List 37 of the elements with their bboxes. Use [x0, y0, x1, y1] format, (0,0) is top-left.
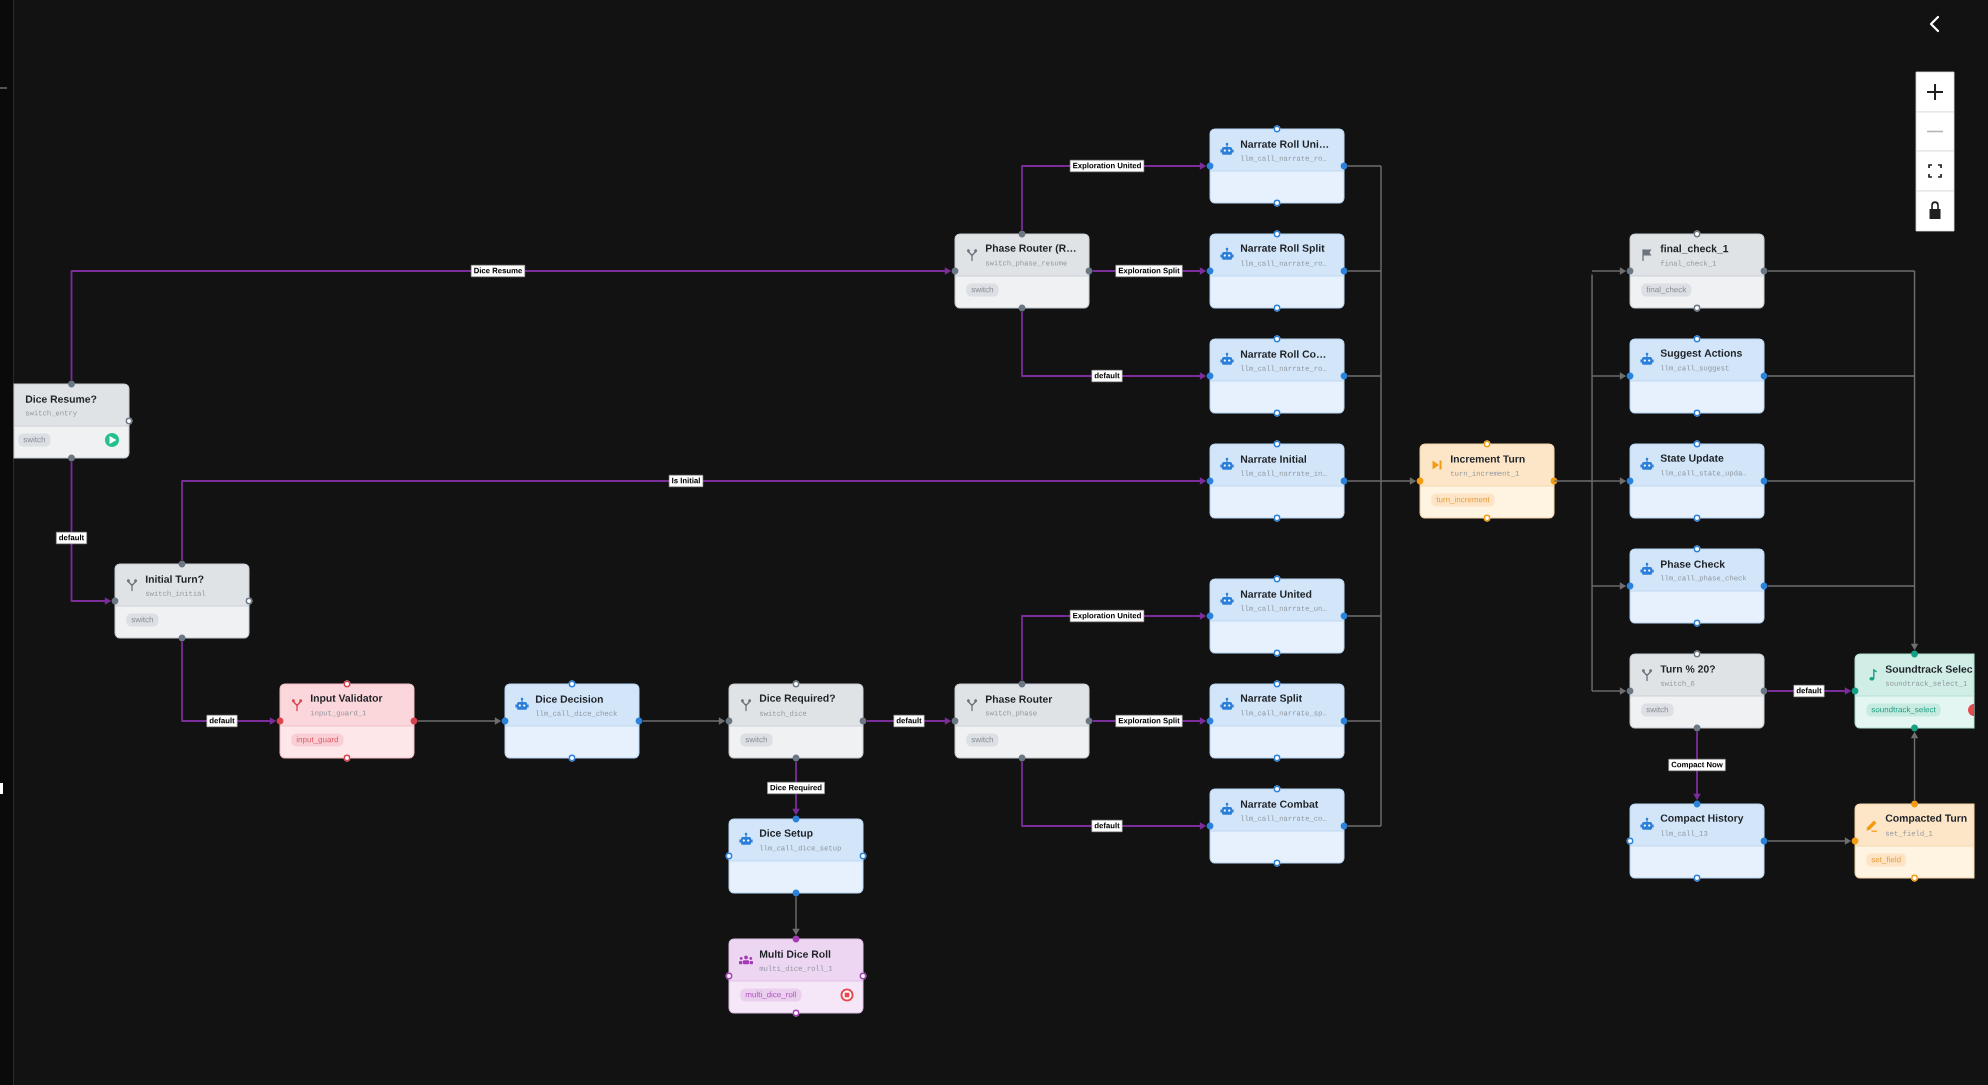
connector-line [1767, 270, 1916, 272]
node-title: Narrate Initial [1240, 455, 1306, 463]
node-title: Dice Resume? [25, 395, 97, 403]
node-title: Narrate Roll Uni… [1240, 140, 1329, 148]
node-title: Narrate United [1240, 590, 1312, 598]
node-title: Increment Turn [1450, 455, 1525, 463]
node-title: Compacted Turn [1885, 814, 1967, 824]
node-title: Dice Decision [535, 695, 603, 703]
connector-line [1347, 615, 1382, 617]
node-title: Compact History [1660, 814, 1744, 824]
connector-line [1347, 825, 1382, 827]
connector-line [1767, 480, 1916, 482]
node-title: Multi Dice Roll [759, 950, 831, 958]
node-title: Soundtrack Selec [1885, 665, 1973, 673]
node-title: Dice Setup [759, 829, 813, 839]
connector-line [1347, 375, 1382, 377]
node-title: Narrate Combat [1240, 800, 1319, 808]
node-title: Input Validator [310, 694, 383, 704]
connector-line [1347, 165, 1382, 167]
node-title: Phase Router [985, 695, 1053, 703]
node-title: Narrate Roll Co… [1240, 350, 1326, 358]
connector-line [1347, 270, 1382, 272]
connector-line [1347, 480, 1382, 482]
node-title: Turn % 20? [1660, 665, 1715, 673]
connector-line [1347, 720, 1382, 722]
node-title: Narrate Split [1240, 694, 1302, 704]
connector-line [1767, 375, 1916, 377]
node-title: Dice Required? [759, 694, 835, 704]
node-title: Phase Router (R… [985, 244, 1076, 254]
connector-line [1767, 585, 1916, 587]
node-title: State Update [1660, 454, 1724, 464]
node-title: Phase Check [1661, 560, 1726, 568]
node-title: final_check_1 [1660, 244, 1729, 254]
node-title: Suggest Actions [1660, 349, 1742, 359]
node-title: Initial Turn? [145, 575, 204, 583]
node-title: Narrate Roll Split [1240, 244, 1325, 254]
connector-line [1553, 273, 1593, 692]
